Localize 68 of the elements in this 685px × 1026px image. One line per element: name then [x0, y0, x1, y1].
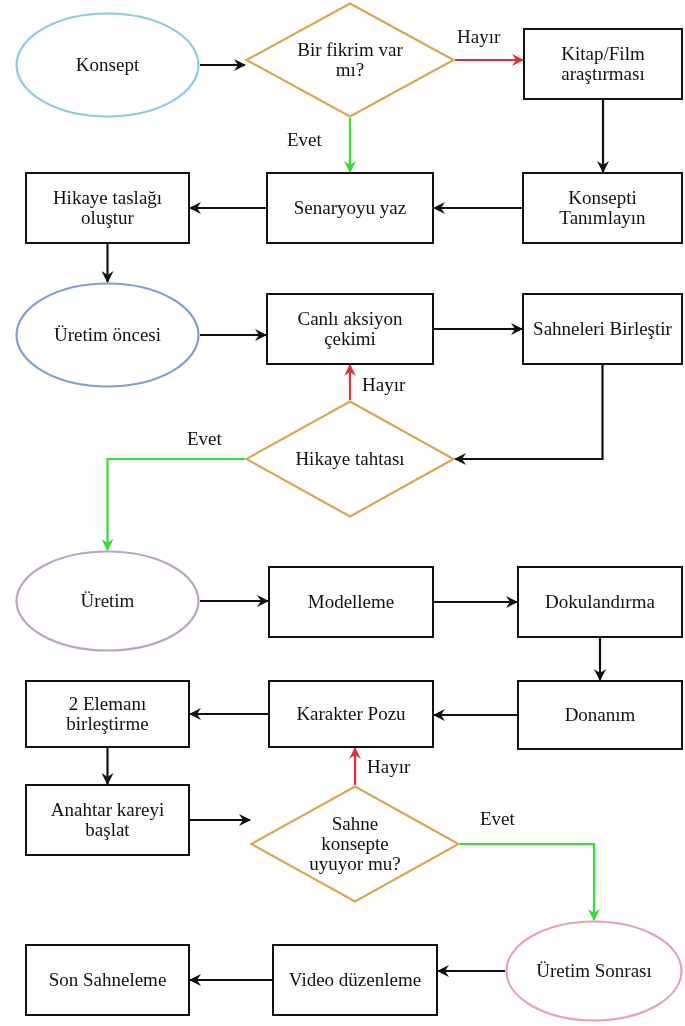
process-box [268, 566, 434, 638]
arrow [344, 118, 356, 173]
process-box [272, 944, 438, 1016]
node-text: Bir fikrim var mı? [296, 40, 404, 80]
process-box [266, 293, 434, 365]
node-text: Anahtar kareyi başlat [49, 800, 166, 840]
arrow [189, 974, 272, 986]
node-text: Hikaye tahtası [294, 449, 406, 469]
node-text: Hikaye taslağı oluştur [51, 188, 164, 228]
process-box [522, 293, 683, 365]
node-text: Üretim Sonrası [535, 961, 653, 981]
arrow [349, 747, 361, 785]
process-box [523, 28, 683, 100]
node-text: Kitap/Film araştırması [560, 44, 646, 84]
arrow [101, 457, 245, 551]
arrow [460, 842, 600, 921]
arrow [594, 638, 606, 681]
arrow [200, 595, 269, 607]
arrow [189, 708, 268, 720]
edge-label: Hayır [455, 27, 503, 48]
edge-label: Hayır [365, 757, 413, 778]
decision-diamond [245, 400, 455, 518]
arrow [437, 965, 505, 977]
arrow [434, 596, 518, 608]
arrow [101, 244, 114, 283]
node-text: Canlı aksiyon çekimi [296, 309, 404, 349]
process-box [266, 172, 434, 244]
decision-diamond [245, 2, 455, 118]
node-text: Üretim öncesi [52, 325, 163, 345]
arrow [190, 814, 251, 826]
arrow [455, 54, 524, 66]
process-box [517, 680, 683, 750]
arrow [433, 709, 517, 721]
process-box [517, 566, 683, 638]
process-box [25, 172, 190, 244]
node-text: Senaryoyu yaz [292, 198, 408, 218]
node-text: Modelleme [306, 592, 396, 612]
arrow [434, 323, 523, 335]
arrow [200, 329, 267, 341]
node-text: Üretim [79, 591, 136, 611]
node-text: Konsepti Tanımlayın [558, 188, 647, 228]
terminal-ellipse [15, 12, 200, 118]
node-text: Sahne konsepte uyuyor mu? [308, 814, 402, 874]
terminal-ellipse [505, 920, 683, 1022]
process-box [522, 172, 683, 244]
process-box [25, 784, 190, 856]
process-box [25, 944, 190, 1016]
node-text: Donanım [563, 705, 637, 725]
terminal-ellipse [15, 550, 200, 652]
arrow [597, 100, 609, 173]
arrow [200, 59, 246, 71]
node-text: Karakter Pozu [295, 704, 407, 724]
node-text: Sahneleri Birleştir [532, 319, 673, 339]
arrow [101, 748, 114, 785]
decision-diamond [250, 785, 460, 903]
node-text: Dokulandırma [544, 592, 656, 612]
edge-label: Hayır [360, 375, 408, 396]
arrow [454, 365, 604, 465]
terminal-ellipse [15, 282, 200, 388]
arrow [433, 202, 522, 214]
process-box [268, 680, 434, 748]
arrow [189, 202, 266, 214]
node-text: Konsept [74, 55, 141, 75]
process-box [25, 680, 190, 748]
node-text: Son Sahneleme [47, 970, 168, 990]
node-text: 2 Elemanı birleştirme [65, 694, 150, 734]
node-text: Video düzenleme [287, 970, 423, 990]
arrow [344, 364, 356, 400]
